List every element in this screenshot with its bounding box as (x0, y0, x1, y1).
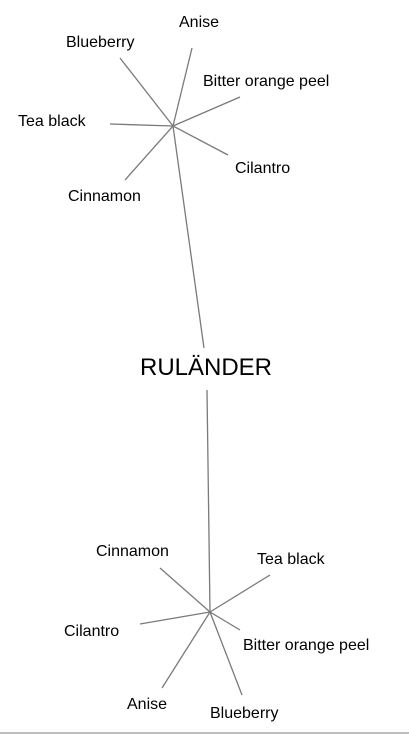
top-leaf-label-bitter-orange-peel: Bitter orange peel (203, 73, 329, 90)
bottom-edge-anise (161, 611, 211, 689)
top-leaf-label-tea-black: Tea black (18, 113, 87, 130)
center-to-bottom-hub-edge (206, 389, 211, 613)
bottom-leaf-label-cinnamon: Cinnamon (96, 543, 169, 560)
bottom-edge-cinnamon (159, 567, 211, 613)
top-edge-anise (172, 47, 193, 127)
bottom-leaf-label-anise: Anise (127, 696, 167, 713)
center-node-label: RULÄNDER (140, 354, 272, 381)
top-edge-cinnamon (124, 125, 174, 181)
bottom-edge-tea-black (209, 574, 271, 613)
bottom-leaf-label-cilantro: Cilantro (64, 623, 119, 640)
top-edge-cilantro (172, 125, 229, 156)
bottom-edge-cilantro (139, 611, 211, 625)
top-leaf-label-anise: Anise (179, 14, 219, 31)
bottom-edge-bitter-orange-peel (209, 611, 241, 631)
top-edge-tea-black (109, 123, 174, 127)
bottom-border (0, 732, 409, 734)
top-edge-bitter-orange-peel (172, 96, 241, 127)
top-leaf-label-cinnamon: Cinnamon (68, 188, 141, 205)
top-edge-blueberry (119, 57, 174, 127)
bottom-leaf-label-blueberry: Blueberry (210, 705, 278, 722)
bottom-edge-blueberry (209, 611, 243, 696)
bottom-leaf-label-tea-black: Tea black (257, 551, 326, 568)
center-to-top-hub-edge (172, 125, 205, 349)
top-leaf-label-blueberry: Blueberry (66, 34, 134, 51)
bottom-leaf-label-bitter-orange-peel: Bitter orange peel (243, 637, 369, 654)
top-leaf-label-cilantro: Cilantro (235, 160, 290, 177)
